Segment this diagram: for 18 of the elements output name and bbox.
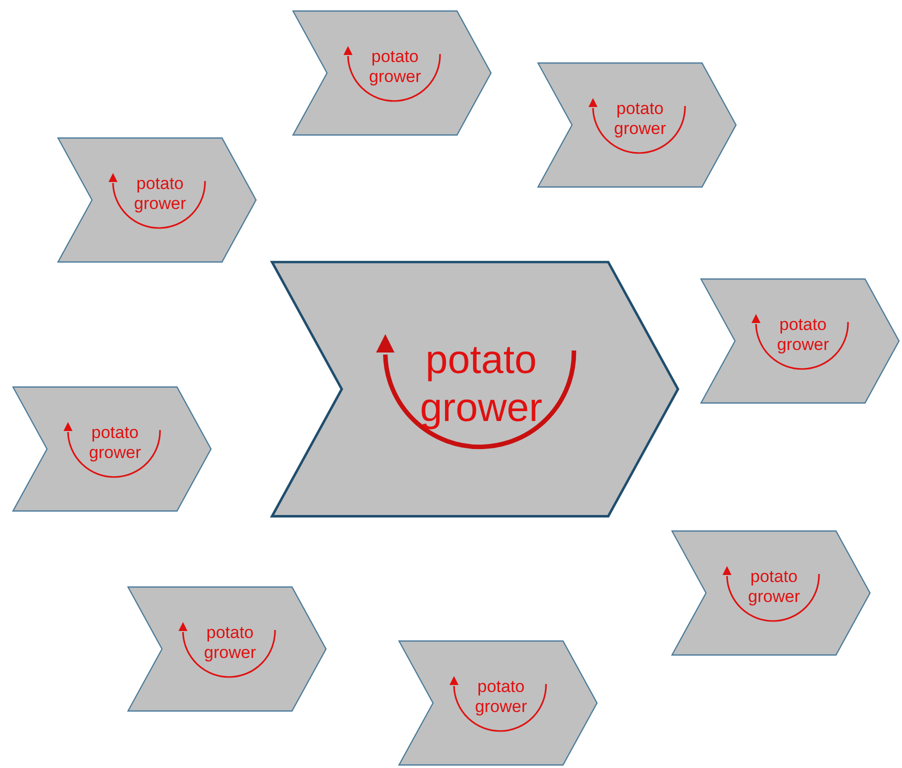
chevron-shape [671,530,871,656]
chevron-shape [537,62,737,188]
chevron-shape [270,260,680,518]
node-label: potato grower [419,336,544,432]
node-label: potato grower [133,174,187,215]
chevron-shape [700,278,900,404]
chevron-shape [57,137,257,263]
node-label: potato grower [368,47,422,88]
node-label: potato grower [474,677,528,718]
chevron-shape [127,586,327,712]
chevron-shape [398,640,598,766]
chevron-shape [292,10,492,136]
node-label: potato grower [203,623,257,664]
chevron-shape [12,386,212,512]
node-label: potato grower [613,99,667,140]
node-label: potato grower [776,315,830,356]
node-label: potato grower [747,567,801,608]
node-label: potato grower [88,423,142,464]
